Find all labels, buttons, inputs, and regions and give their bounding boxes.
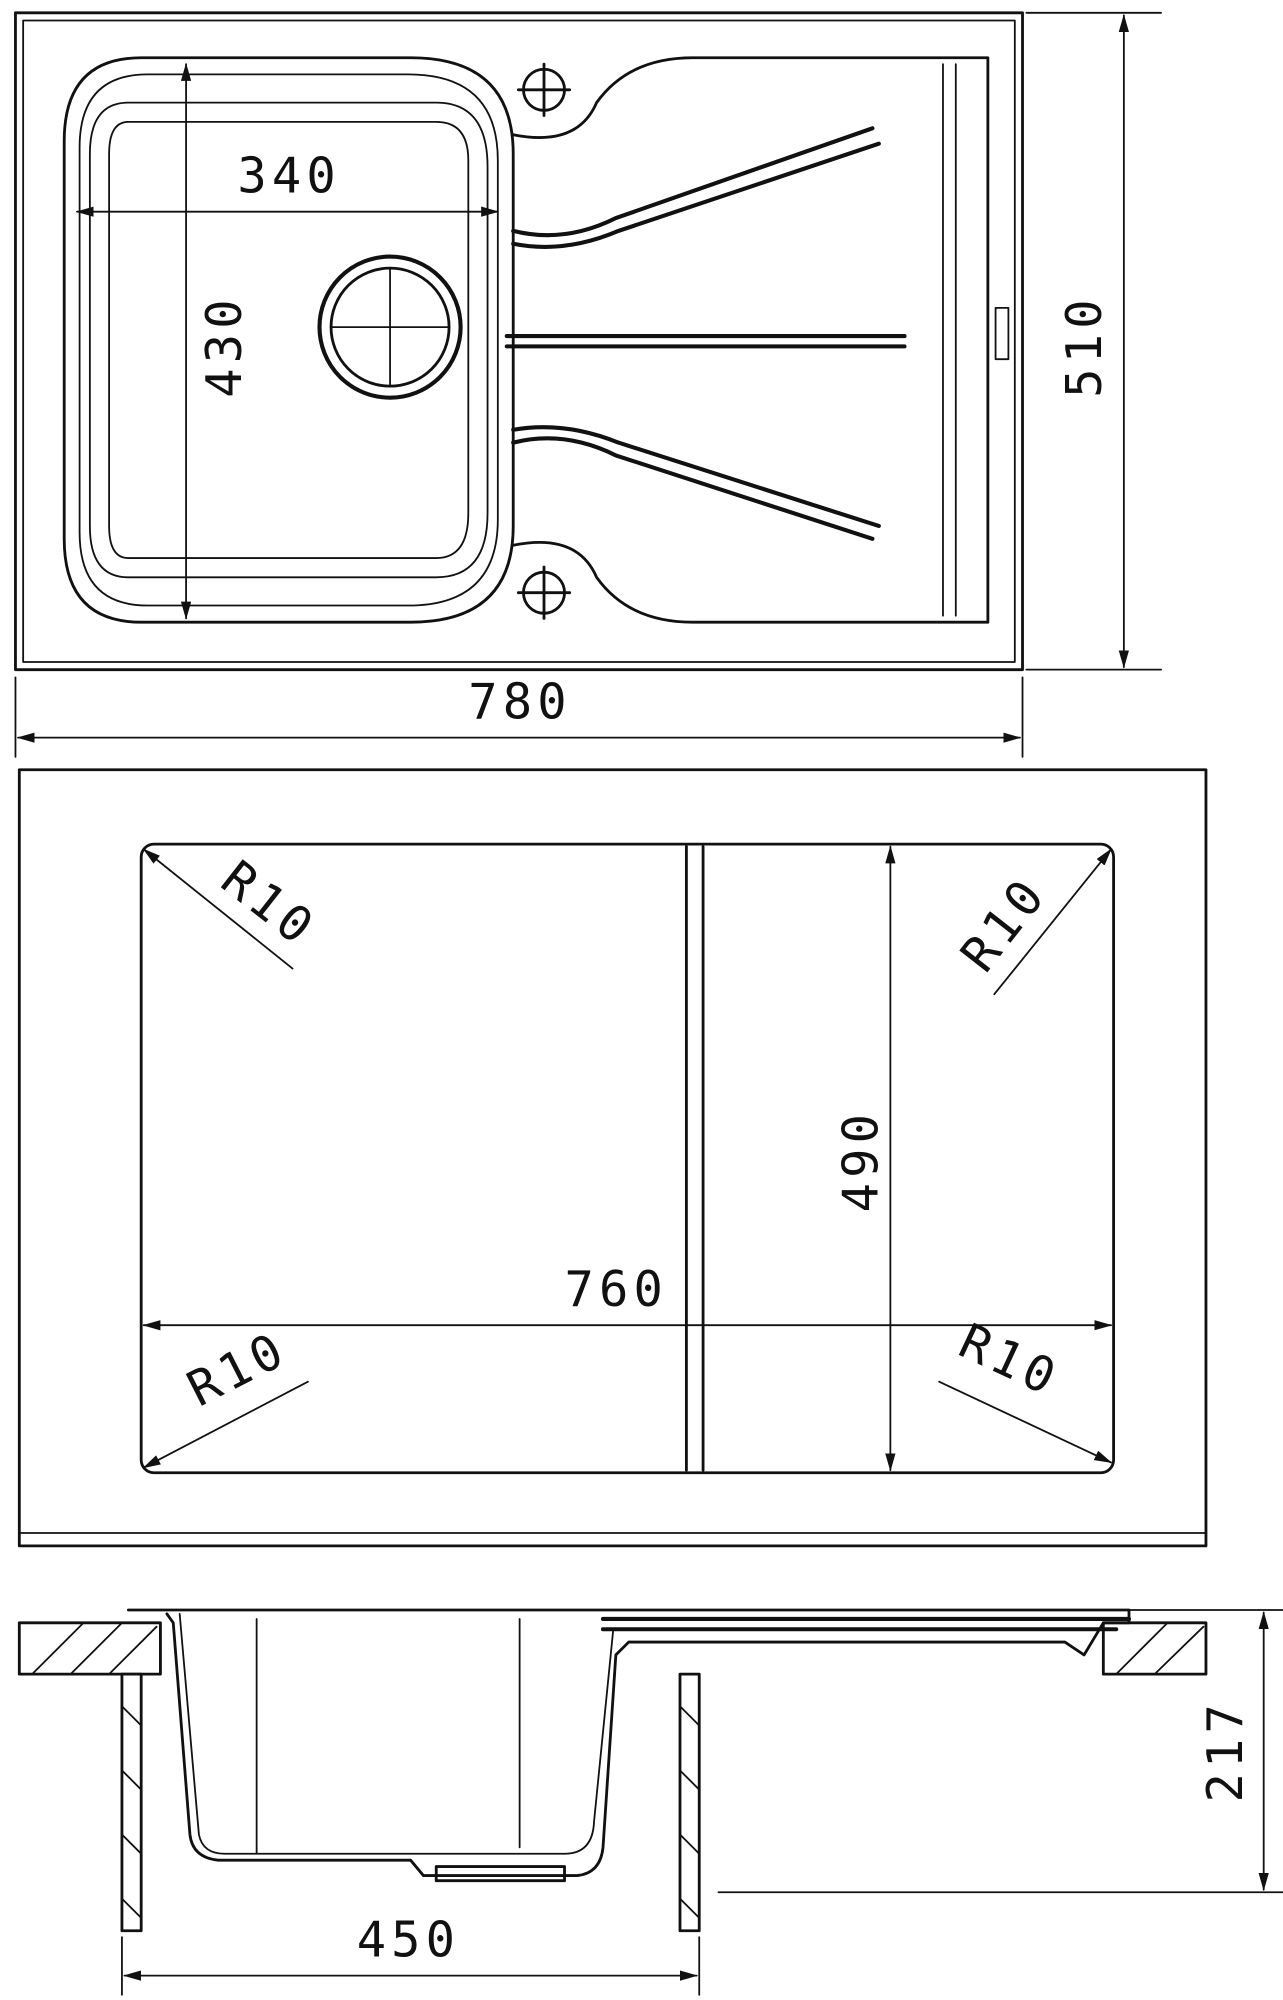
tap-hole-icon [516, 565, 572, 620]
sink-section-profile [126, 1608, 1131, 1877]
cabinet-width-label: 450 [357, 1912, 460, 1968]
bowl-length-label: 430 [197, 294, 253, 397]
bowl-depth-label: 217 [1198, 1699, 1254, 1802]
radius-label: R10 [179, 1321, 297, 1418]
radius-label: R10 [951, 1314, 1068, 1408]
cutout-outline [139, 842, 1116, 1475]
bowl-width-label: 340 [237, 148, 340, 204]
cutout-width-label: 760 [565, 1262, 668, 1318]
overall-depth-label: 510 [1057, 294, 1113, 397]
waste-outlet [317, 254, 463, 400]
tap-hole-icon [516, 62, 572, 117]
radius-label: R10 [211, 851, 327, 959]
top-view: 340 430 510 780 [14, 11, 1162, 758]
radius-label: R10 [951, 866, 1059, 982]
section-view: 217 450 [17, 1608, 1283, 1996]
drainer-groove [511, 126, 875, 238]
sink-outline [14, 11, 1024, 672]
overall-width-label: 780 [468, 674, 571, 730]
cutout-depth-label: 490 [834, 1109, 890, 1212]
bowl-outline [62, 56, 515, 624]
cutout-template: R10 R10 R10 R10 760 490 [17, 768, 1208, 1548]
drainer-outline [511, 56, 990, 624]
